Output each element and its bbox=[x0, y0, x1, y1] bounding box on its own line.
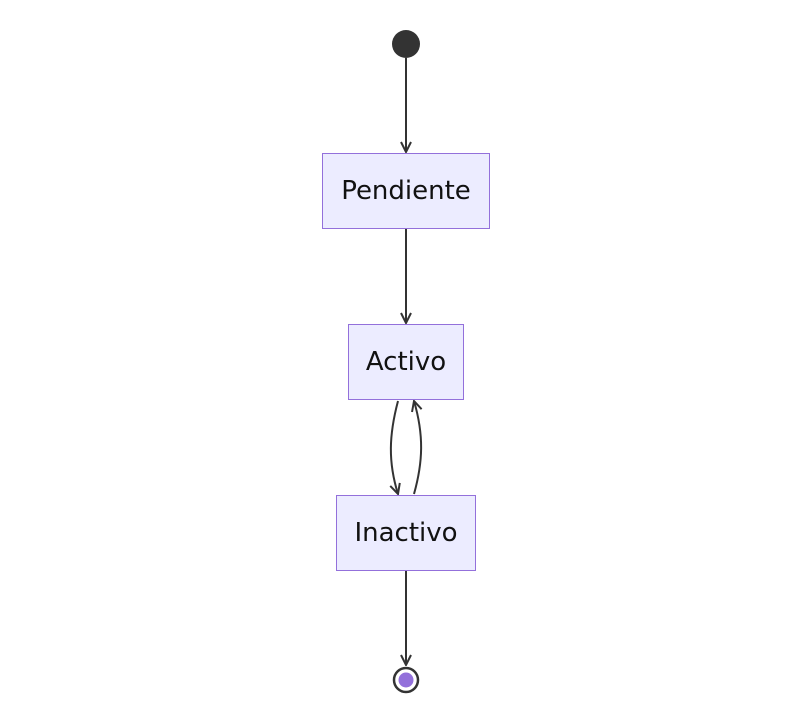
state-activo: Activo bbox=[348, 324, 464, 400]
state-inactivo-label: Inactivo bbox=[354, 518, 458, 548]
state-activo-label: Activo bbox=[365, 347, 447, 377]
end-node bbox=[392, 666, 420, 694]
state-pendiente-label: Pendiente bbox=[341, 176, 471, 206]
start-node bbox=[392, 30, 420, 58]
state-pendiente: Pendiente bbox=[322, 153, 490, 229]
state-inactivo: Inactivo bbox=[336, 495, 476, 571]
transition-inactivo-to-activo bbox=[414, 401, 421, 495]
transition-activo-to-inactivo bbox=[391, 400, 398, 494]
